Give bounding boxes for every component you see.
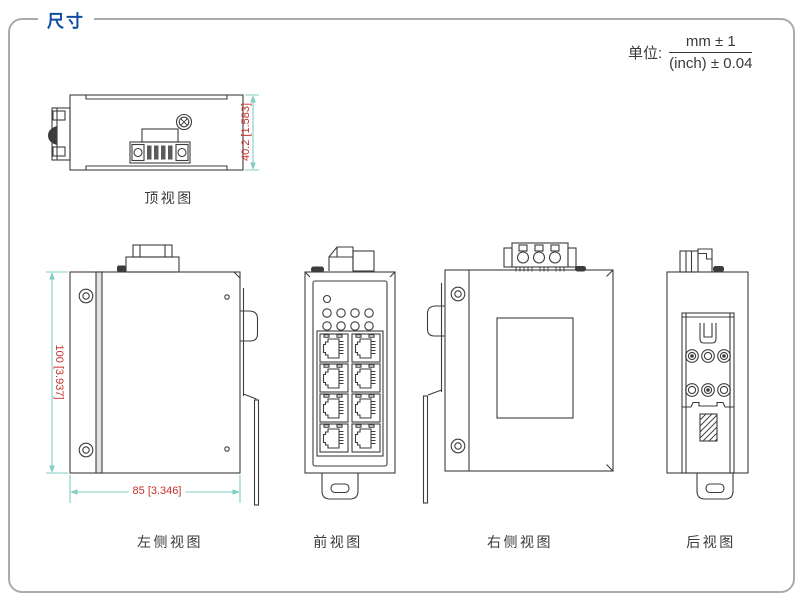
din-spring-icon (699, 413, 718, 442)
dimension-height-text: 100 [3.937] (53, 344, 65, 400)
dimension-lines-depth (245, 94, 259, 171)
dimension-lines-height (46, 271, 68, 474)
led-indicators-icon (322, 294, 374, 331)
unit-inch: (inch) ± 0.04 (669, 55, 753, 72)
unit-mm: mm ± 1 (669, 33, 753, 53)
rear-screws-icon (685, 349, 731, 397)
terminal-block-right-icon (503, 242, 586, 272)
rear-view-drawing (666, 248, 749, 500)
right-side-view-drawing (422, 242, 614, 504)
unit-fraction: mm ± 1 (inch) ± 0.04 (669, 33, 753, 72)
unit-note: 单位: mm ± 1 (inch) ± 0.04 (628, 33, 753, 72)
terminal-block-side-icon (117, 244, 180, 273)
mounting-tab-icon (321, 473, 359, 500)
content-frame (8, 18, 795, 593)
mount-screw-icon (450, 286, 466, 302)
mount-screw-icon (78, 442, 94, 458)
dimension-depth-text: 40.2 [1.583] (240, 102, 252, 162)
din-clip-top-icon (48, 107, 71, 161)
front-view-label: 前视图 (313, 534, 363, 550)
top-view-label: 顶视图 (144, 190, 194, 206)
terminal-block-rear-icon (679, 248, 724, 273)
top-view-drawing (48, 94, 259, 171)
mounting-tab-icon (696, 473, 734, 500)
label-area (496, 317, 574, 419)
left-side-view-drawing (46, 244, 260, 506)
mount-screw-icon (450, 438, 466, 454)
ground-screw-icon (175, 113, 193, 131)
front-view-drawing (304, 246, 396, 500)
right-side-view-label: 右侧视图 (487, 534, 553, 550)
page-title: 尺寸 (38, 7, 94, 32)
din-clip-side-icon (240, 288, 260, 506)
mount-screw-icon (78, 288, 94, 304)
din-clip-side-icon (422, 283, 445, 504)
left-side-view-label: 左侧视图 (137, 534, 203, 550)
terminal-block-top-icon (129, 128, 191, 164)
rear-view-label: 后视图 (686, 534, 736, 550)
dimension-width-text: 85 [3.346] (128, 485, 186, 497)
rj45-port-block-icon (316, 330, 384, 457)
unit-label: 单位: (628, 45, 663, 62)
terminal-block-front-icon (311, 246, 375, 273)
